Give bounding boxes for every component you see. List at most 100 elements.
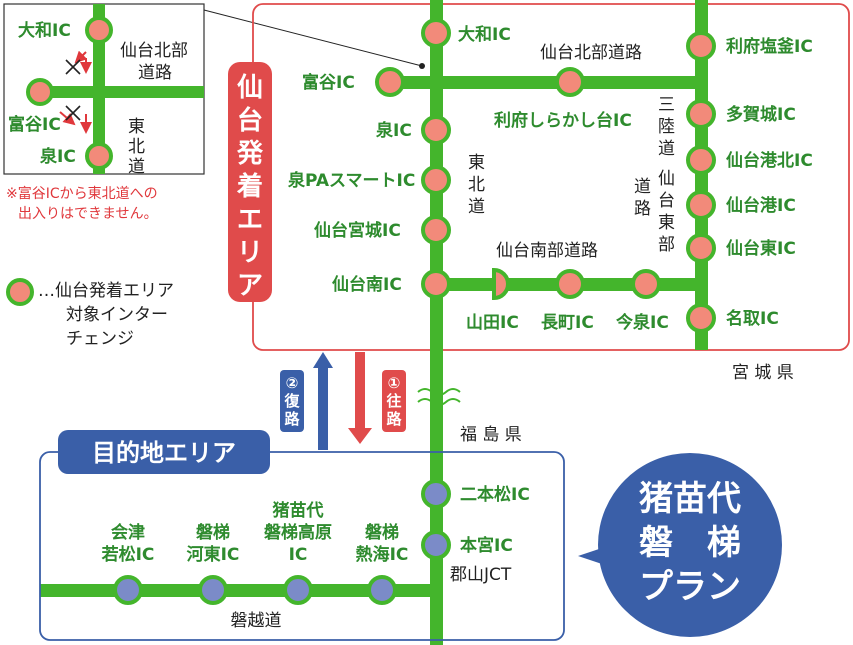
inset-road-hokubu-1: 仙台北部 [120, 41, 188, 61]
node-izumi-pa[interactable] [421, 165, 451, 195]
label-aizu-1: 会津 [111, 522, 145, 543]
svg-text:①: ① [388, 374, 401, 392]
node-sendai-miyagi[interactable] [421, 215, 451, 245]
label-atami-2: 熱海IC [356, 544, 409, 565]
dest-area-badge-label: 目的地エリア [92, 439, 236, 467]
node-sendaiko[interactable] [686, 190, 716, 220]
inset-label-taiwa: 大和IC [18, 20, 71, 41]
label-imaizumi: 今泉IC [616, 312, 669, 333]
label-izumi: 泉IC [375, 120, 412, 141]
node-bandai-atami[interactable] [367, 575, 397, 605]
svg-text:道: 道 [634, 177, 651, 197]
label-aizu-2: 若松IC [101, 544, 155, 565]
svg-text:陸: 陸 [658, 117, 675, 137]
label-tagajo: 多賀城IC [726, 104, 796, 125]
inset-note-1: ※富谷ICから東北道への [6, 185, 158, 202]
inset-label-izumi: 泉IC [39, 146, 76, 167]
pref-miyagi: 宮 城 県 [732, 363, 794, 383]
label-sendai-miyagi: 仙台宮城IC [314, 220, 401, 241]
svg-text:路: 路 [386, 410, 402, 428]
svg-text:路: 路 [634, 199, 651, 219]
node-inawashiro-bandai-kogen[interactable] [283, 575, 313, 605]
svg-text:東: 東 [468, 153, 485, 173]
label-inawashiro-1: 猪苗代 [273, 500, 324, 521]
plan-bubble: 猪苗代 磐 梯 プラン [578, 453, 782, 637]
road-sendai-nanbu: 仙台南部道路 [496, 241, 598, 261]
label-izumi-pa: 泉PAスマートIC [287, 170, 415, 191]
inset-node-tomiya [26, 78, 54, 106]
label-sendai-minami: 仙台南IC [332, 274, 402, 295]
svg-text:北: 北 [468, 175, 485, 195]
node-motomiya[interactable] [421, 530, 451, 560]
node-sendai-higashi[interactable] [686, 233, 716, 263]
inset-road-tohoku-3: 道 [128, 157, 145, 177]
plan-line-3: プラン [639, 567, 741, 607]
svg-text:三: 三 [658, 95, 675, 115]
dest-nodes [113, 479, 451, 605]
svg-text:エ: エ [237, 205, 263, 235]
plan-line-2: 磐 梯 [639, 523, 741, 563]
inset-arrow [74, 50, 88, 64]
svg-text:リ: リ [237, 238, 263, 268]
road-sendai-hokubu: 仙台北部道路 [540, 43, 642, 63]
plan-line-1: 猪苗代 [639, 479, 741, 519]
legend-line-1: …仙台発着エリア [38, 281, 174, 301]
legend-node-icon [6, 278, 34, 306]
road-tohoku-vertical: 東 北 道 [468, 153, 485, 217]
map-break-icon [417, 388, 461, 396]
road-sanriku-vertical: 三 陸 道 [658, 95, 675, 159]
svg-text:仙: 仙 [658, 169, 675, 189]
label-natori: 名取IC [726, 308, 779, 329]
sendai-area-badge [228, 62, 272, 302]
node-sendai-minami[interactable] [421, 269, 451, 299]
label-motomiya: 本宮IC [460, 535, 513, 556]
label-tomiya: 富谷IC [302, 72, 355, 93]
label-inawashiro-2: 磐梯高原 [263, 522, 332, 543]
svg-text:②: ② [286, 374, 299, 392]
node-yamada[interactable] [492, 267, 510, 301]
label-sendaiko-kita: 仙台港北IC [726, 150, 813, 171]
node-tomiya[interactable] [375, 67, 405, 97]
inset-hokubu-line [40, 86, 204, 98]
node-hokubu-mid[interactable] [555, 67, 585, 97]
node-taiwa[interactable] [421, 18, 451, 48]
node-izumi[interactable] [421, 115, 451, 145]
inset-pointer-dot [419, 63, 425, 69]
label-sendai-higashi: 仙台東IC [726, 238, 796, 259]
label-taiwa: 大和IC [458, 24, 511, 45]
node-bandai-kawahigashi[interactable] [198, 575, 228, 605]
label-atami-1: 磐梯 [364, 522, 399, 543]
label-yamada: 山田IC [466, 313, 519, 333]
return-route-arrow: ② 復 路 [280, 352, 333, 450]
svg-text:台: 台 [237, 105, 263, 136]
svg-text:部: 部 [658, 235, 675, 255]
sendai-area-badge-text: 仙 台 発 着 エ リ ア [236, 73, 264, 301]
pref-fukushima: 福 島 県 [460, 425, 522, 445]
label-nihonmatsu: 二本松IC [460, 484, 530, 505]
node-aizu-wakamatsu[interactable] [113, 575, 143, 605]
node-rifu-shiokama[interactable] [686, 31, 716, 61]
label-kawahigashi-2: 河東IC [187, 544, 240, 565]
road-sendai-tobu-vertical: 仙 台 東 部 道 路 [634, 169, 675, 255]
node-imaizumi[interactable] [631, 269, 661, 299]
label-rifu-shirakashi: 利府しらかし台IC [494, 110, 632, 131]
legend-line-2: 対象インター [66, 305, 168, 325]
inset-road-tohoku-1: 東 [128, 117, 145, 137]
svg-text:路: 路 [284, 410, 300, 428]
node-nagamachi[interactable] [555, 269, 585, 299]
label-sendaiko: 仙台港IC [726, 195, 796, 216]
map-break-icon [417, 398, 461, 406]
dest-area-frame [39, 451, 565, 641]
node-nihonmatsu[interactable] [421, 479, 451, 509]
node-tagajo[interactable] [686, 99, 716, 129]
label-rifu-shiokama: 利府塩釜IC [726, 36, 813, 57]
svg-text:仙: 仙 [237, 73, 263, 103]
svg-text:道: 道 [658, 139, 675, 159]
node-sendaiko-kita[interactable] [686, 145, 716, 175]
inset-note-2: 出入りはできません。 [18, 206, 158, 222]
inset-label-tomiya: 富谷IC [8, 114, 61, 135]
label-inawashiro-3: IC [289, 545, 308, 565]
svg-text:発: 発 [236, 139, 264, 169]
node-natori[interactable] [686, 303, 716, 333]
